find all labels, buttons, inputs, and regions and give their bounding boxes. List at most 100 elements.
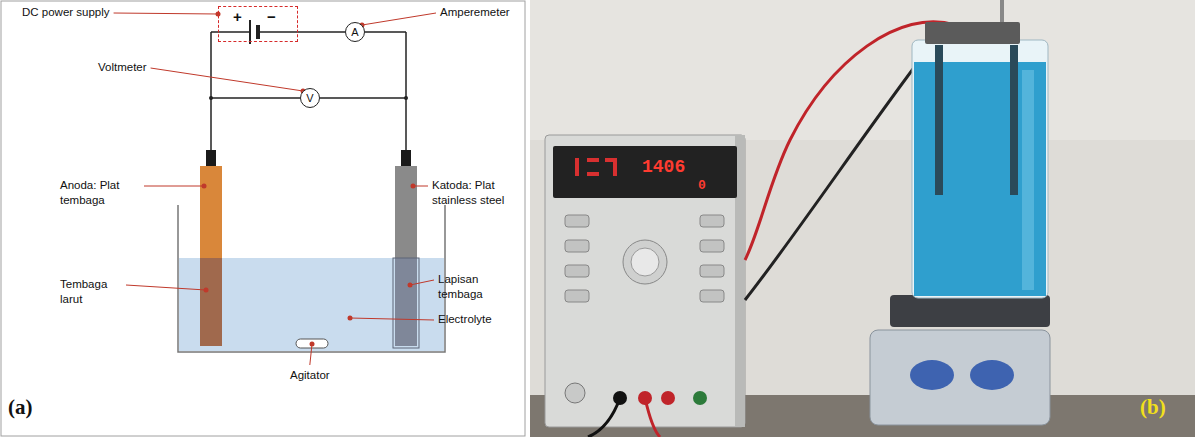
callout-label: DC power supply [22,5,110,20]
circuit-wires-part [211,31,218,33]
circuit-wires-part [218,31,250,33]
beaker-part [925,22,1020,44]
beaker-part [935,45,943,195]
node-text: V [306,93,313,104]
circuit-wires-part [405,32,407,150]
leader-dot [310,342,315,347]
left-readout-part [613,158,617,176]
terminal-green [693,391,707,405]
display-reading: 0 [698,178,706,195]
front-buttons-part [565,265,589,277]
cathode-plate-part [401,150,411,166]
cables-part [588,398,620,437]
anode-plate [200,150,222,346]
leader-line [310,344,312,365]
terminal-red [661,391,675,405]
leader-dot [348,316,353,321]
magnetic-stirrer [870,295,1050,425]
front-buttons-part [700,290,724,302]
power-supply-unit-part [545,135,745,427]
node-text: + [233,9,242,24]
callout-label: Voltmeter [98,60,147,75]
display-reading: 1406 [642,156,685,179]
power-supply-unit-part [553,146,737,198]
leader-line [144,186,204,187]
control-knob [623,240,667,284]
leader-dot [408,283,413,288]
anode-plate-part [200,166,222,258]
magnetic-stirrer-part [910,360,954,390]
cathode-plate [393,150,419,348]
battery-symbol-part [256,25,260,39]
cathode-plate-part [393,258,419,348]
battery-symbol-part [249,20,251,44]
callout-label: Katoda: Plat stainless steel [432,178,522,208]
front-buttons-part [700,215,724,227]
front-buttons-part [565,290,589,302]
panel-letter: (b) [1140,394,1166,421]
photo-scene [530,0,1195,437]
circuit-wires-part [365,31,406,33]
front-buttons-part [565,215,589,227]
power-supply-box: +− [218,6,298,42]
panel-letter: (a) [8,394,33,421]
leader-line [114,13,218,14]
leader-line [410,280,434,285]
anode-plate-part [200,258,222,346]
leader-line [151,68,303,91]
callout-label: Agitator [290,368,330,383]
junction-dots-part [404,96,408,100]
left-readout-part [575,158,579,176]
photo-scene-part [530,0,1195,437]
front-buttons [565,215,724,302]
front-buttons-part [700,240,724,252]
electrolyte-liquid [179,258,444,351]
callout-label: Lapisan tembaga [438,272,510,302]
beaker [912,0,1048,298]
circuit-wires-part [210,32,212,150]
beaker-part [1010,45,1018,195]
leader-dot [411,184,416,189]
wire-line [298,31,345,33]
beaker-part [912,40,1048,298]
power-supply-unit [545,135,745,427]
left-readout-part [587,172,599,176]
magnetic-stirrer-part [890,295,1050,327]
power-switch [565,383,585,403]
wire-connector [298,32,345,33]
control-knob-cap [631,248,659,276]
cables-part [745,40,935,300]
voltmeter-circle: V [300,88,320,108]
beaker-part [914,62,1046,296]
leader-dot [204,288,209,293]
beaker-part [1022,70,1034,290]
magnetic-stirrer-part [970,360,1014,390]
node-text: − [267,9,276,24]
circuit-wires-part [258,31,298,33]
leader-dot [202,184,207,189]
leader-line [350,318,434,320]
leader-line [362,13,436,25]
battery-symbol [250,20,258,44]
callout-label: Amperemeter [440,5,510,20]
node-text: A [351,27,358,38]
magnetic-stirrer-part [870,330,1050,425]
circuit-wires-part [320,97,406,99]
cathode-plate-part [395,258,417,346]
callout-label: Electrolyte [438,312,492,327]
front-buttons-part [565,240,589,252]
ammeter-circle: A [345,22,365,42]
callout-label: Anoda: Plat tembaga [60,178,140,208]
leader-line [126,285,206,290]
callout-label: Tembaga larut [60,277,122,307]
anode-plate-part [206,150,216,166]
junction-dots-part [209,96,213,100]
circuit-wires-part [211,97,300,99]
photo-scene-part [530,0,1195,140]
panel-frame [1,1,525,436]
left-readout-part [587,158,599,162]
front-buttons-part [700,265,724,277]
